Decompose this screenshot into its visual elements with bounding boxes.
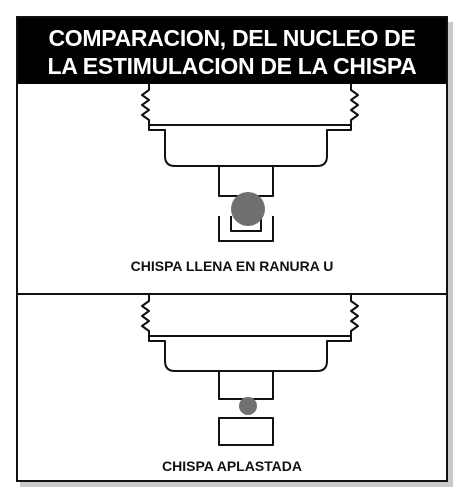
center-electrode: [218, 165, 274, 197]
u-groove-ground-electrode: [218, 216, 274, 242]
diagram-frame: COMPARACION, DEL NUCLEO DE LA ESTIMULACI…: [16, 16, 448, 482]
title-line-2: LA ESTIMULACION DE LA CHISPA: [47, 53, 417, 79]
spark-core-large: [231, 192, 265, 226]
panel-divider: [18, 293, 446, 295]
plug-body-left-thread: [141, 295, 150, 336]
spark-core-small: [239, 397, 257, 415]
flat-ground-electrode: [218, 417, 274, 446]
u-groove-inner: [230, 216, 262, 232]
diagram-title: COMPARACION, DEL NUCLEO DE LA ESTIMULACI…: [18, 18, 446, 84]
caption-flattened: CHISPA APLASTADA: [162, 458, 302, 474]
plug-insulator: [148, 335, 352, 372]
caption-u-groove: CHISPA LLENA EN RANURA U: [130, 258, 334, 274]
frame-shadow-right: [448, 22, 453, 487]
plug-body-left-thread: [141, 84, 150, 125]
plug-body-right-thread: [350, 84, 359, 125]
title-line-1: COMPARACION, DEL NUCLEO DE: [48, 25, 416, 51]
flattened-spark-figure: [141, 295, 359, 446]
u-groove-spark-figure: [141, 84, 359, 242]
plug-insulator: [148, 124, 352, 167]
plug-body-right-thread: [350, 295, 359, 336]
center-electrode: [218, 370, 274, 400]
frame-shadow-bottom: [20, 482, 452, 487]
